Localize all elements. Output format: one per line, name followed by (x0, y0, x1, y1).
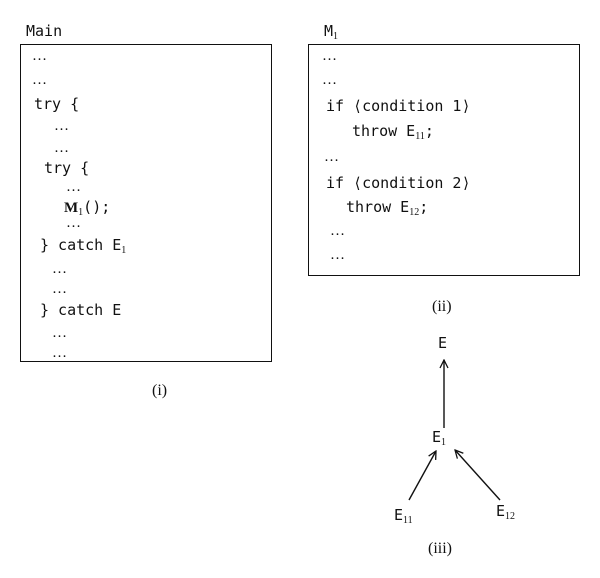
m1-line-1: … (322, 48, 337, 64)
node-e11-main: E (394, 506, 404, 524)
arrow-e12-to-e1 (455, 450, 501, 501)
m1-if-1-text: if ⟨condition 1⟩ (326, 97, 471, 115)
main-try-outer: try { (34, 95, 80, 113)
node-e1: E1 (432, 428, 447, 449)
main-code-box (20, 44, 272, 362)
m1-throw-11: throw E11; (352, 122, 434, 143)
main-line-5: … (54, 140, 69, 156)
main-line-15: … (52, 345, 67, 361)
caption-iii: (iii) (428, 540, 452, 557)
main-m1-parens: (); (83, 198, 111, 216)
main-line-2: … (32, 72, 47, 88)
m1-if-1: if ⟨condition 1⟩ (326, 99, 471, 115)
node-e1-sub: 1 (441, 437, 447, 448)
main-line-12: … (52, 281, 67, 297)
main-line-7: … (66, 179, 81, 195)
m1-line-2: … (322, 72, 337, 88)
main-try-inner: try { (44, 159, 90, 177)
node-e1-main: E (432, 428, 442, 446)
caption-i: (i) (152, 382, 168, 399)
arrow-e11-to-e1 (408, 451, 436, 501)
m1-title: M1 (324, 22, 339, 43)
main-catch-e1-sub: 1 (121, 245, 127, 256)
m1-throw-12-sub: 12 (409, 207, 420, 218)
m1-if-2: if ⟨condition 2⟩ (326, 176, 471, 192)
node-e: E (438, 334, 448, 352)
node-e12-main: E (496, 502, 506, 520)
main-line-11: … (52, 261, 67, 277)
caption-ii: (ii) (432, 298, 452, 315)
m1-code-box (308, 44, 580, 276)
m1-line-5: … (324, 149, 339, 165)
m1-throw-12-semicolon: ; (419, 198, 429, 216)
m1-throw-11-semicolon: ; (424, 122, 434, 140)
main-catch-e1: } catch E1 (40, 236, 127, 257)
m1-throw-12-text: throw E (346, 198, 410, 216)
m1-throw-11-text: throw E (352, 122, 416, 140)
m1-throw-12: throw E12; (346, 198, 429, 219)
node-e12-sub: 12 (505, 511, 516, 522)
main-line-1: … (32, 48, 47, 64)
node-e11-sub: 11 (403, 515, 413, 526)
main-catch-e1-text: } catch E (40, 236, 122, 254)
main-m1-sub: 1 (78, 207, 84, 218)
main-catch-e: } catch E (40, 301, 122, 319)
m1-title-main: M (324, 22, 334, 40)
main-m1-name: M (64, 200, 79, 216)
main-line-9: … (66, 215, 81, 231)
main-m1-call: M1(); (64, 198, 111, 219)
m1-title-sub: 1 (333, 31, 339, 42)
main-line-14: … (52, 325, 67, 341)
node-e12: E12 (496, 502, 516, 523)
m1-throw-11-sub: 11 (415, 131, 425, 142)
m1-line-8: … (330, 223, 345, 239)
node-e11: E11 (394, 506, 413, 527)
m1-line-9: … (330, 247, 345, 263)
main-title: Main (26, 22, 63, 40)
m1-if-2-text: if ⟨condition 2⟩ (326, 174, 471, 192)
main-line-4: … (54, 118, 69, 134)
